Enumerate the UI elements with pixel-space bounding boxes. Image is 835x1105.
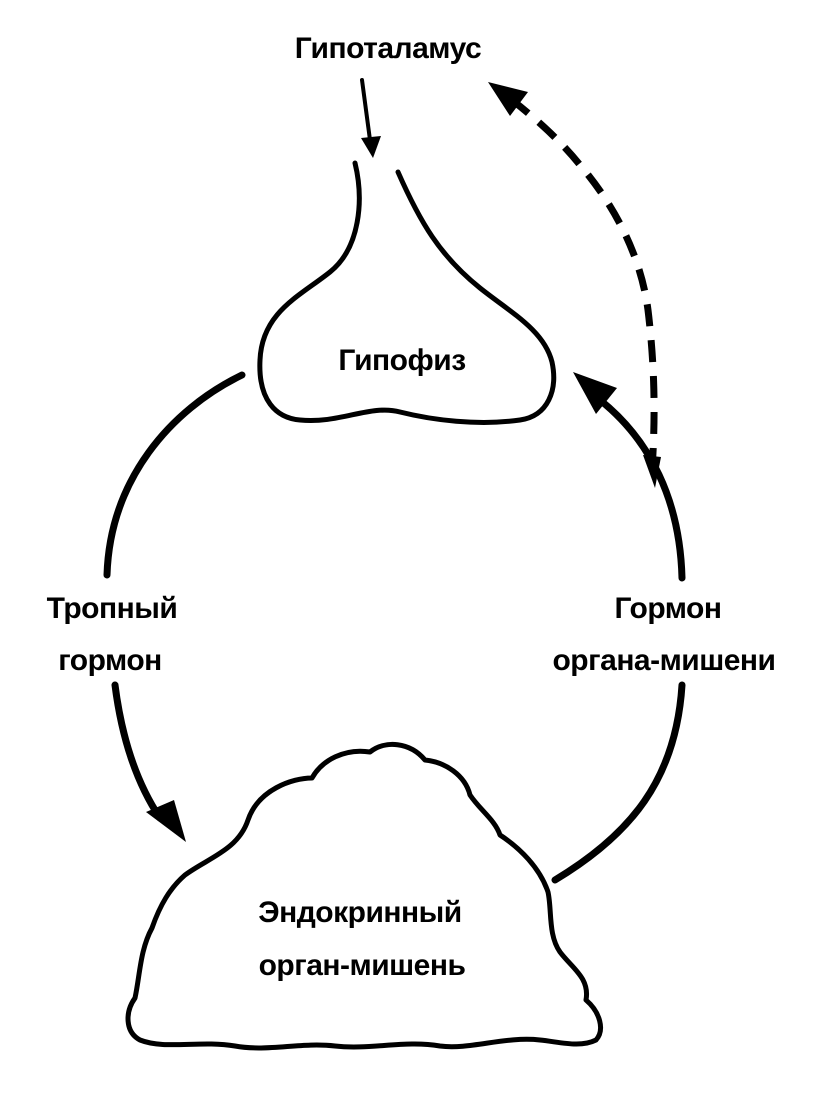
tropic-hormone-label-line1: Тропный (47, 592, 178, 625)
target-organ-shape (125, 741, 603, 1051)
pituitary-label: Гипофиз (338, 344, 465, 377)
target-organ-label-line1: Эндокринный (258, 896, 461, 929)
pituitary-shape (257, 160, 557, 425)
tropic-hormone-label-line2: гормон (58, 644, 162, 677)
feedback-hormone-lower-arc (551, 681, 686, 884)
hypothalamus-label: Гипоталамус (295, 32, 481, 65)
tropic-hormone-arrowhead (146, 800, 186, 842)
feedback-hormone-arrowhead (573, 372, 617, 414)
feedback-to-hypothalamus-arrowhead (488, 82, 528, 116)
feedback-hormone-upper-arc (596, 396, 686, 582)
target-hormone-label-line1: Гормон (614, 592, 721, 625)
target-hormone-label-line2: органа-мишени (552, 644, 775, 677)
hypothalamus-to-pituitary-arrow (360, 78, 372, 142)
target-organ-label-line2: орган-мишень (259, 949, 466, 982)
hypothalamus-to-pituitary-arrowhead (361, 136, 381, 158)
feedback-to-hypothalamus-dashed-line (509, 97, 658, 471)
tropic-hormone-upper-arc (103, 371, 246, 579)
tropic-hormone-lower-arc (111, 681, 164, 822)
